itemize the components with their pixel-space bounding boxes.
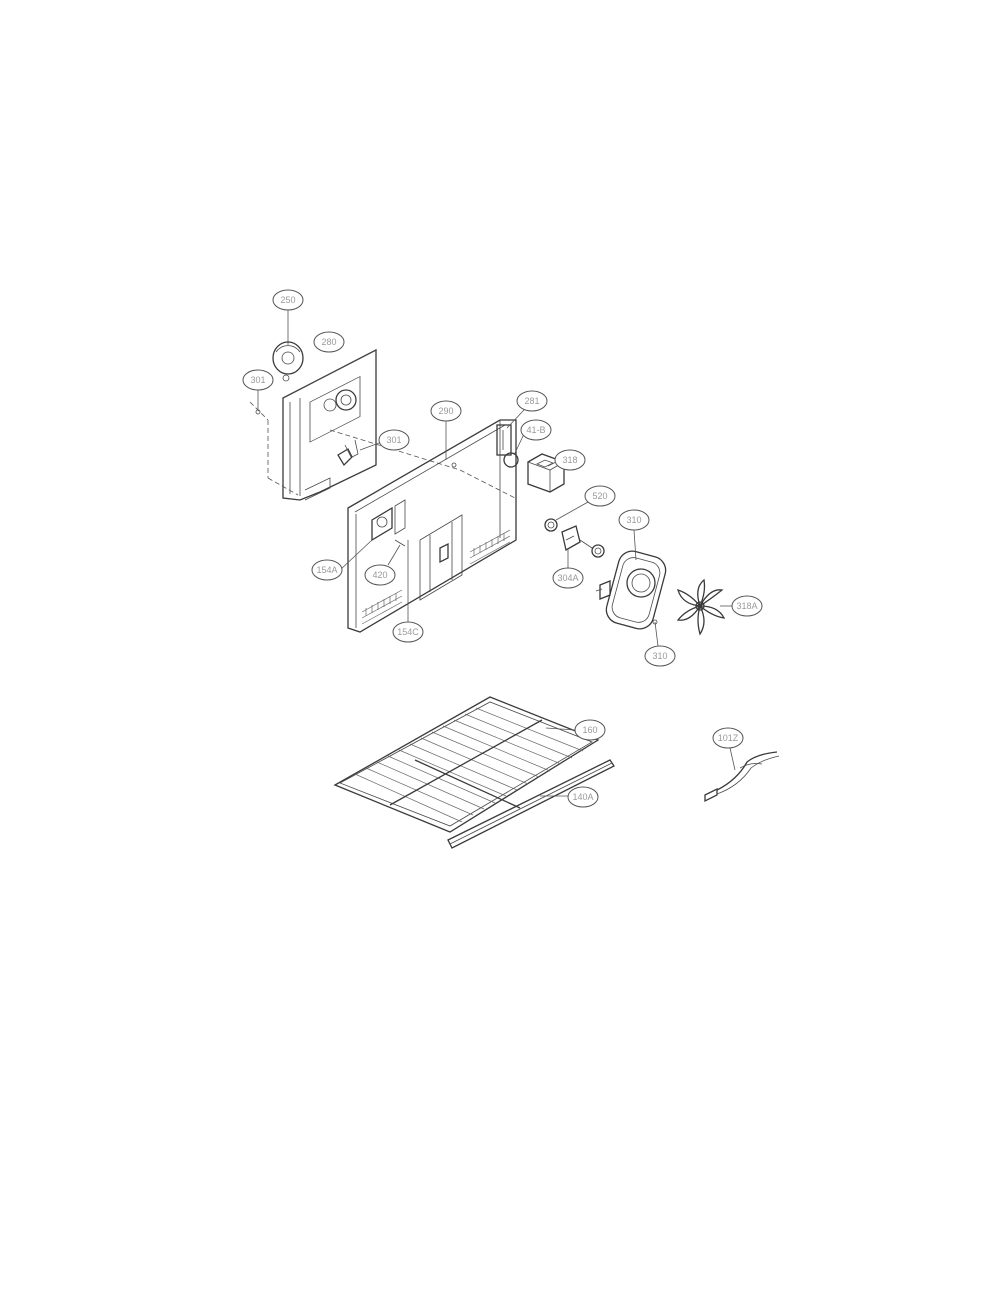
callout-101z: 101Z bbox=[712, 727, 744, 749]
callout-label: 310 bbox=[626, 515, 641, 525]
callout-420: 420 bbox=[364, 564, 396, 586]
callout-280: 280 bbox=[313, 331, 345, 353]
callout-520: 520 bbox=[584, 485, 616, 507]
control-knob bbox=[272, 341, 304, 382]
callout-label: 304A bbox=[557, 573, 578, 583]
vent-slots-right bbox=[469, 529, 511, 565]
callout-label: 140A bbox=[572, 792, 593, 802]
callout-310-top: 310 bbox=[618, 509, 650, 531]
callout-label: 280 bbox=[321, 337, 336, 347]
callout-label: 154C bbox=[397, 627, 419, 637]
callout-label: 154A bbox=[316, 565, 337, 575]
callout-290: 290 bbox=[430, 400, 462, 422]
callout-41-b: 41-B bbox=[520, 419, 552, 441]
callout-140a: 140A bbox=[567, 786, 599, 808]
evaporator-cover-panel bbox=[347, 419, 517, 633]
callout-154c: 154C bbox=[392, 621, 424, 643]
callout-label: 420 bbox=[372, 570, 387, 580]
callout-label: 281 bbox=[524, 396, 539, 406]
callout-310-bottom: 310 bbox=[644, 645, 676, 667]
rear-mounting-plate bbox=[282, 348, 377, 501]
callout-label: 160 bbox=[582, 725, 597, 735]
callout-281: 281 bbox=[516, 390, 548, 412]
callout-labels: 250 280 301 301 290 bbox=[242, 289, 763, 808]
callout-160: 160 bbox=[574, 719, 606, 741]
callout-label: 520 bbox=[592, 491, 607, 501]
wire-harness bbox=[704, 751, 780, 803]
callout-250: 250 bbox=[272, 289, 304, 311]
callout-label: 41-B bbox=[526, 425, 545, 435]
callout-label: 250 bbox=[280, 295, 295, 305]
relay-module bbox=[527, 453, 565, 493]
callout-label: 318A bbox=[736, 601, 757, 611]
wire-shelf bbox=[333, 696, 615, 849]
callout-label: 290 bbox=[438, 406, 453, 416]
fan-motor-group bbox=[544, 518, 605, 558]
fan-blade bbox=[676, 578, 726, 636]
callout-301-left: 301 bbox=[242, 369, 274, 391]
callout-label: 310 bbox=[652, 651, 667, 661]
fan-motor-housing bbox=[595, 550, 667, 630]
callout-154a: 154A bbox=[311, 559, 343, 581]
callout-304a: 304A bbox=[552, 567, 584, 589]
vent-slots-left bbox=[361, 589, 403, 625]
callout-label: 301 bbox=[386, 435, 401, 445]
defrost-sensor-bracket bbox=[496, 424, 519, 468]
callout-label: 318 bbox=[562, 455, 577, 465]
callout-301-right: 301 bbox=[378, 429, 410, 451]
callout-label: 301 bbox=[250, 375, 265, 385]
callout-label: 101Z bbox=[718, 733, 739, 743]
callout-318: 318 bbox=[554, 449, 586, 471]
callout-318a: 318A bbox=[731, 595, 763, 617]
shelf-wires bbox=[354, 707, 584, 823]
